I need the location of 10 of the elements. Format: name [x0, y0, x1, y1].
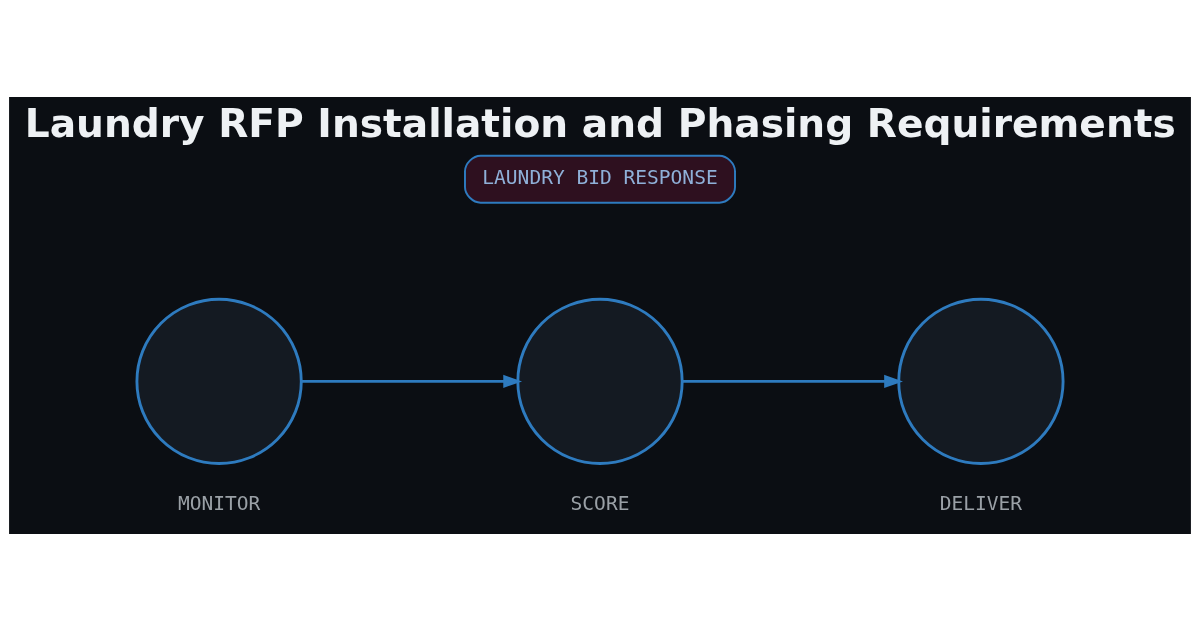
- node-box: LAUNDRY BID RESPONSE: [464, 154, 736, 204]
- node-circle: [135, 297, 303, 465]
- arrow: [301, 374, 523, 388]
- node-label: SCORE: [570, 491, 630, 515]
- arrow: [682, 374, 903, 388]
- diagram-title: Laundry RFP Installation and Phasing Requirements: [24, 100, 1176, 146]
- node-circle: [516, 297, 684, 465]
- node-circle: [897, 297, 1065, 465]
- node-label: MONITOR: [177, 491, 261, 515]
- node-label: DELIVER: [939, 491, 1023, 515]
